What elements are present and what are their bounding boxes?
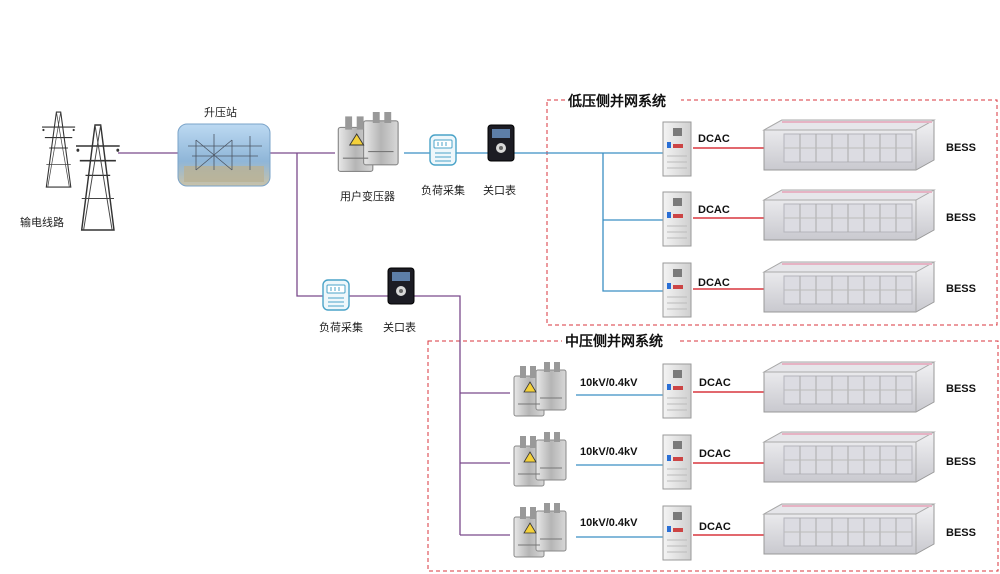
mv-row-3: 10kV/0.4kV DCAC BESS [513,502,976,561]
step-transformer-icon [513,502,567,558]
transmission-line-label: 输电线路 [20,215,64,229]
transformer-ratio-label: 10kV/0.4kV [580,446,638,458]
load-collector-label-top: 负荷采集 [421,183,465,197]
lv-row-1: DCAC BESS [662,119,976,177]
substation-label: 升压站 [204,105,237,119]
step-transformer-icon [513,361,567,417]
bess-label: BESS [946,527,976,539]
gateway-meter-icon-top [487,124,515,162]
user-transformer-label: 用户变压器 [340,189,395,203]
user-transformer-icon [337,111,399,172]
bess-container-icon [763,431,935,483]
dc-wiring [693,147,768,536]
load-collector-label-bottom: 负荷采集 [319,320,363,334]
bess-container-icon [763,503,935,555]
ac-wiring [118,152,510,536]
bess-label: BESS [946,383,976,395]
transformer-ratio-label: 10kV/0.4kV [580,517,638,529]
pcs-label: DCAC [698,277,730,289]
bess-label: BESS [946,142,976,154]
bess-container-icon [763,189,935,241]
pcs-cabinet-icon [662,191,692,247]
pcs-cabinet-icon [662,505,692,561]
bess-container-icon [763,361,935,413]
low-voltage-wiring [404,152,663,538]
low-voltage-group-title-bg [565,91,681,109]
pcs-label: DCAC [699,377,731,389]
gateway-meter-label-bottom: 关口表 [383,320,416,334]
gateway-meter-label-top: 关口表 [483,183,516,197]
bess-container-icon [763,261,935,313]
pcs-label: DCAC [698,204,730,216]
bess-label: BESS [946,212,976,224]
gateway-meter-icon-bottom [387,267,415,305]
lv-row-3: DCAC BESS [662,261,976,318]
bess-container-icon [763,119,935,171]
medium-voltage-group-title: 中压侧并网系统 [565,333,663,350]
medium-voltage-group-title-bg [562,332,678,350]
pcs-label: DCAC [699,521,731,533]
pcs-cabinet-icon [662,434,692,490]
step-transformer-icon [513,431,567,487]
pcs-label: DCAC [698,133,730,145]
load-collector-icon-top [429,134,457,166]
mv-row-1: 10kV/0.4kV DCAC BESS [513,361,976,419]
low-voltage-group-frame [546,99,998,326]
pcs-cabinet-icon [662,363,692,419]
bess-label: BESS [946,456,976,468]
pcs-cabinet-icon [662,262,692,318]
transformer-ratio-label: 10kV/0.4kV [580,377,638,389]
substation-image [177,123,271,187]
mv-row-2: 10kV/0.4kV DCAC BESS [513,431,976,490]
bess-label: BESS [946,283,976,295]
lv-row-2: DCAC BESS [662,189,976,247]
pcs-cabinet-icon [662,121,692,177]
load-collector-icon-bottom [322,279,350,311]
medium-voltage-group-frame [427,340,999,572]
transmission-tower-icon [41,111,121,231]
low-voltage-group-title: 低压侧并网系统 [567,93,666,110]
pcs-label: DCAC [699,448,731,460]
